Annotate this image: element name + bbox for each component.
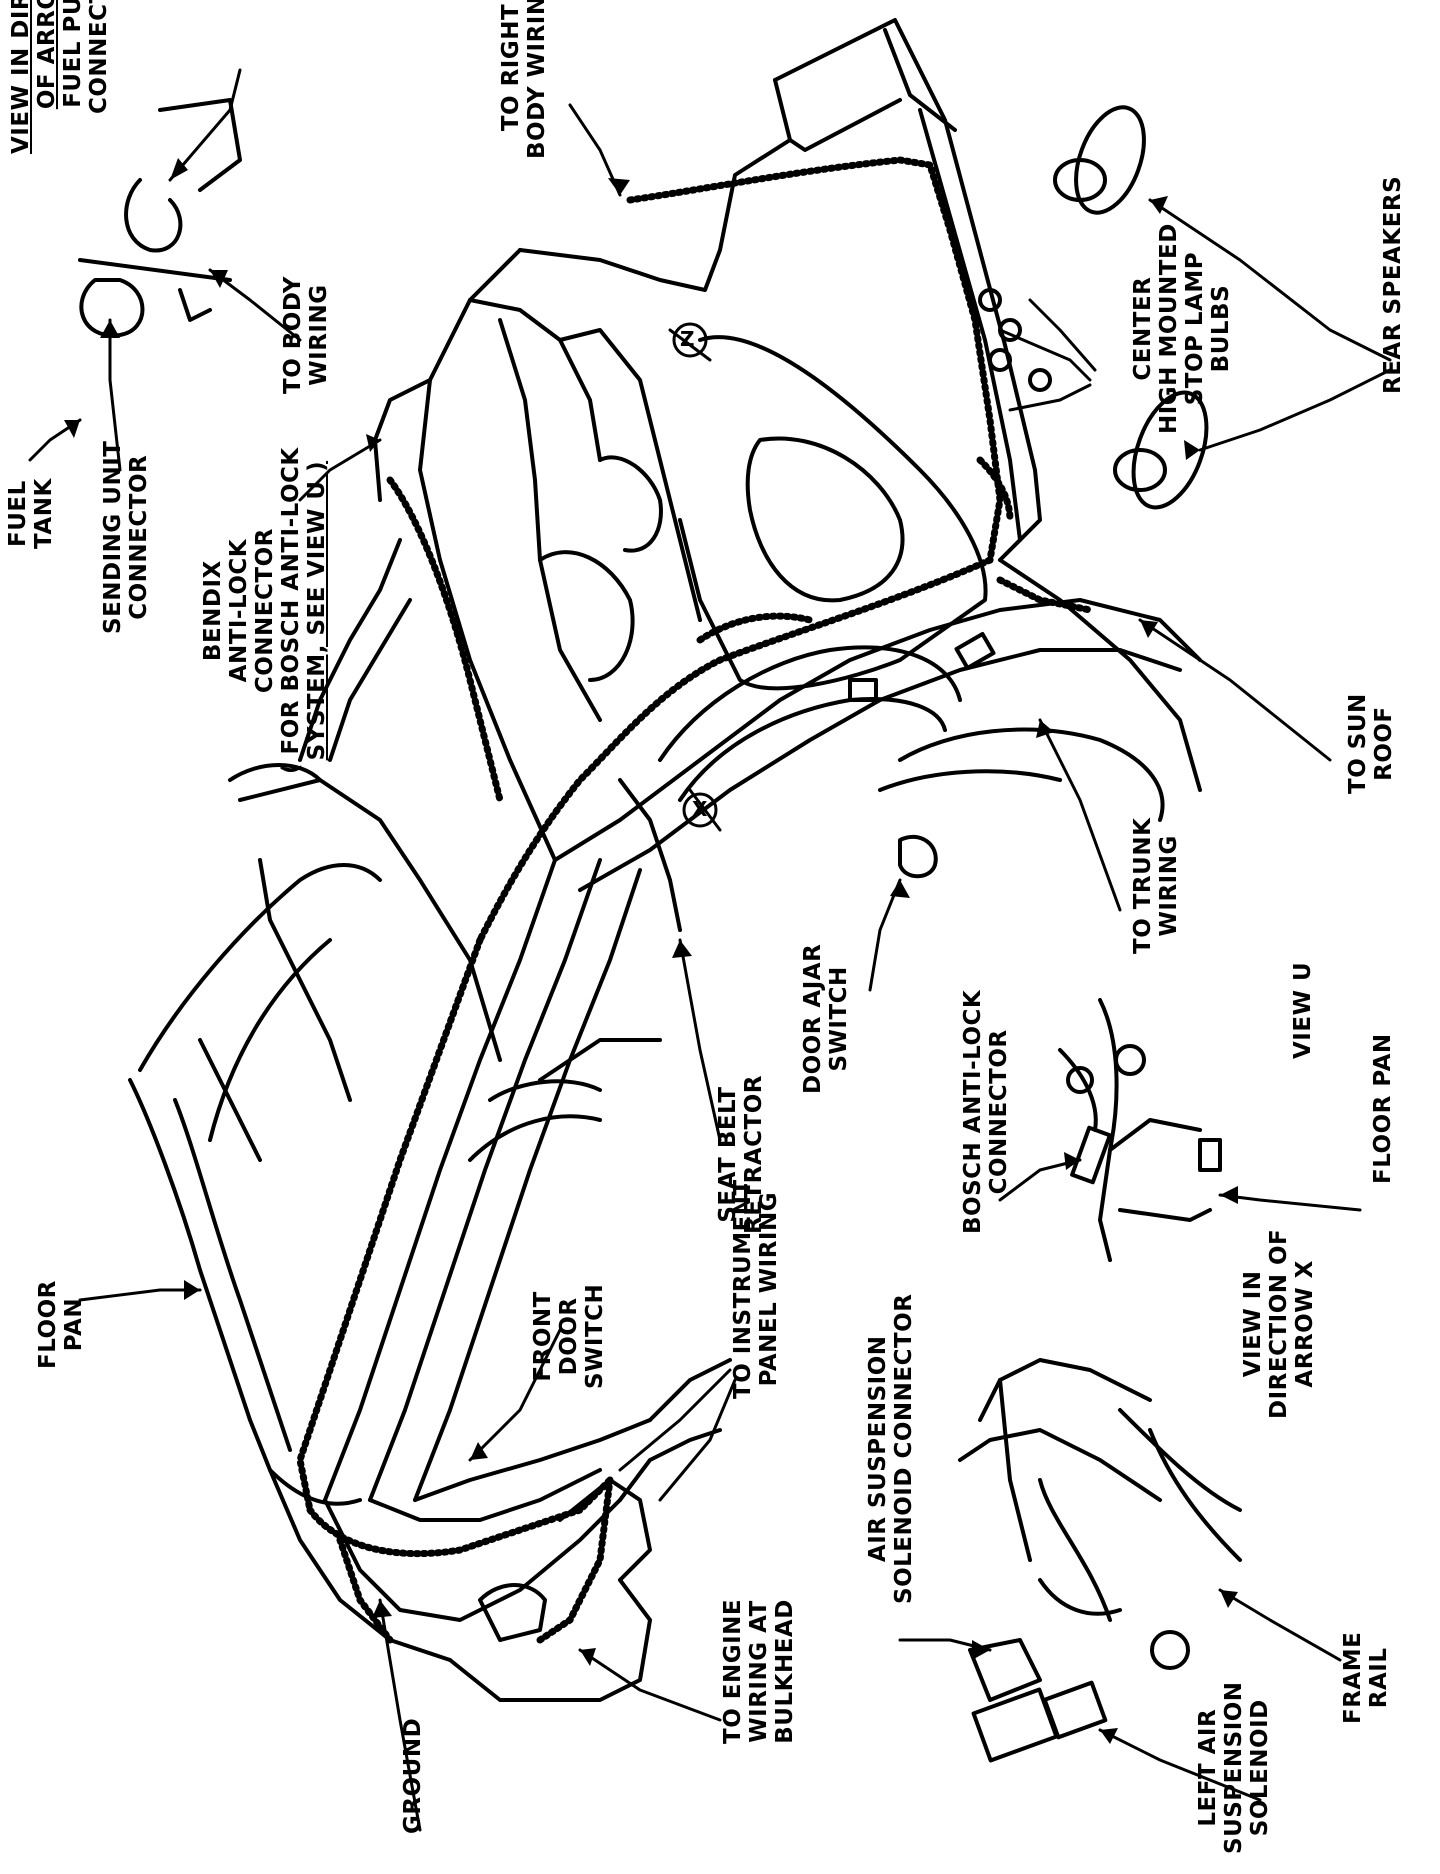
arrow-z-marker [672,322,708,358]
arrow-x-letter: X [692,797,708,821]
components [78,98,1242,1763]
label-floor-pan-right: FLOOR PAN [1370,1033,1396,1184]
label-ground: GROUND [400,1717,426,1834]
wiring-harness [296,156,1094,1644]
arrow-z-letter: Z [680,327,696,351]
arrow-heads [64,158,1238,1744]
label-rear-speakers: REAR SPEAKERS [1380,175,1406,394]
leader-lines [28,68,1392,1832]
label-view-u: VIEW U [1290,961,1316,1059]
car-body-outline [128,18,1202,1702]
arrow-x-marker [682,792,718,828]
